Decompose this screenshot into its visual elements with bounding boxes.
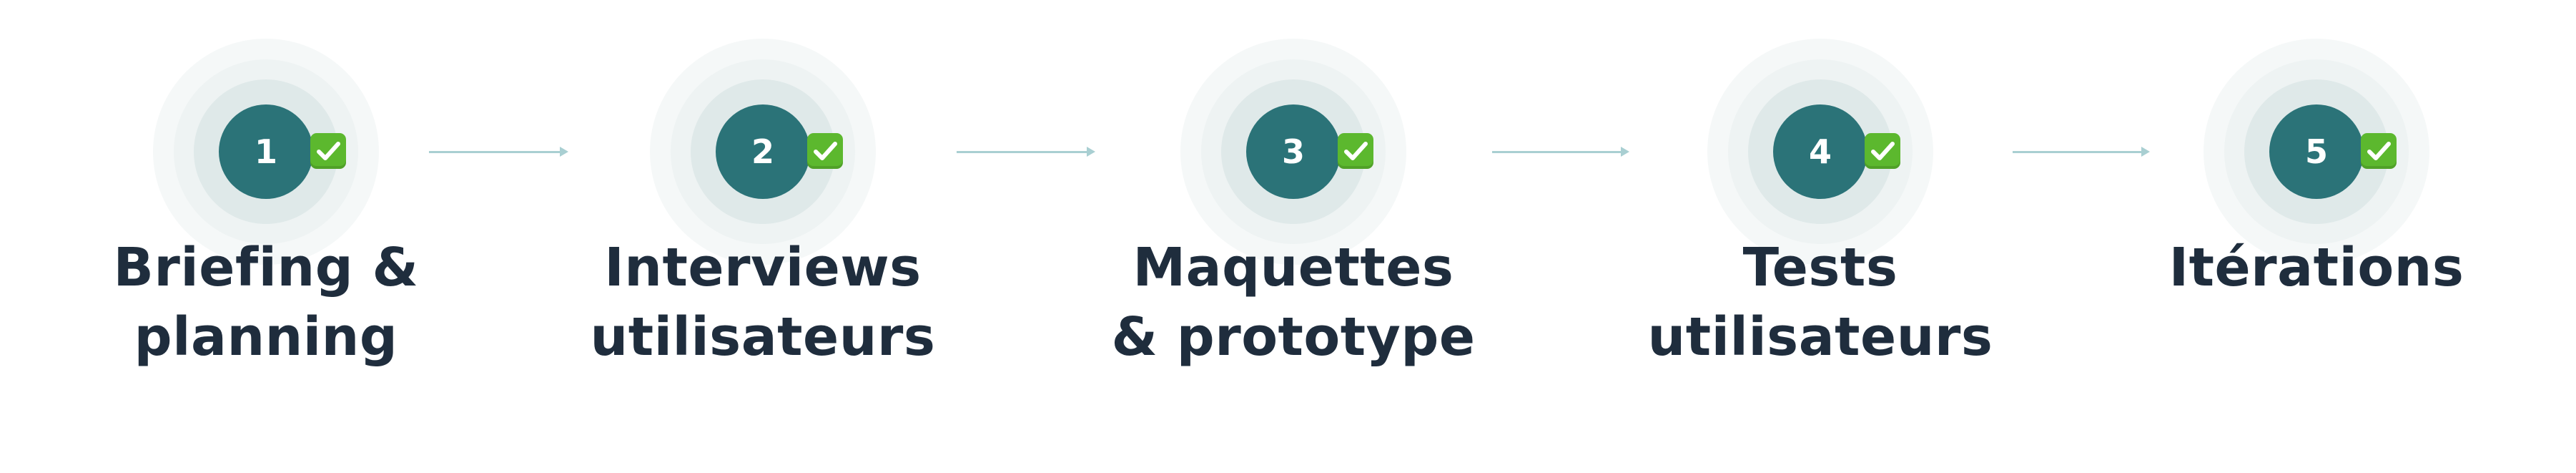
step-label-line-2: utilisateurs: [1647, 306, 1993, 368]
step-label: Interviews utilisateurs: [548, 233, 977, 372]
step-1: 1 Briefing & planning: [51, 0, 480, 401]
check-mark-button-icon: [807, 133, 843, 169]
arrow-right-icon: [957, 147, 1095, 157]
check-mark-button-icon: [1338, 133, 1373, 169]
step-label-line-1: Itérations: [2168, 237, 2464, 298]
check-mark-button-icon: [310, 133, 346, 169]
arrow-right-icon: [1492, 147, 1629, 157]
step-2: 2 Interviews utilisateurs: [548, 0, 977, 401]
check-mark-button-icon: [2361, 133, 2397, 169]
step-label-line-1: Maquettes: [1132, 237, 1454, 298]
step-number-circle: 2: [716, 104, 810, 199]
arrow-right-icon: [429, 147, 568, 157]
arrow-right-icon: [2013, 147, 2150, 157]
step-label: Briefing & planning: [51, 233, 480, 372]
step-label: Tests utilisateurs: [1606, 233, 2035, 372]
step-label-line-1: Briefing &: [113, 237, 419, 298]
step-number: 3: [1281, 132, 1305, 171]
step-number: 4: [1808, 132, 1832, 171]
step-5: 5 Itérations: [2102, 0, 2531, 401]
step-label: Maquettes & prototype: [1079, 233, 1508, 372]
step-number: 2: [751, 132, 774, 171]
step-label-line-2: utilisateurs: [590, 306, 936, 368]
step-number-circle: 1: [219, 104, 313, 199]
step-number: 1: [254, 132, 277, 171]
step-number-circle: 5: [2269, 104, 2364, 199]
check-mark-button-icon: [1865, 133, 1900, 169]
step-number: 5: [2304, 132, 2328, 171]
step-number-circle: 3: [1246, 104, 1341, 199]
step-number-circle: 4: [1773, 104, 1867, 199]
step-label-line-2: & prototype: [1111, 306, 1476, 368]
step-label-line-2: planning: [134, 306, 398, 368]
step-4: 4 Tests utilisateurs: [1606, 0, 2035, 401]
step-label: Itérations: [2102, 233, 2531, 303]
step-3: 3 Maquettes & prototype: [1079, 0, 1508, 401]
step-label-line-1: Tests: [1742, 237, 1898, 298]
step-label-line-1: Interviews: [604, 237, 922, 298]
